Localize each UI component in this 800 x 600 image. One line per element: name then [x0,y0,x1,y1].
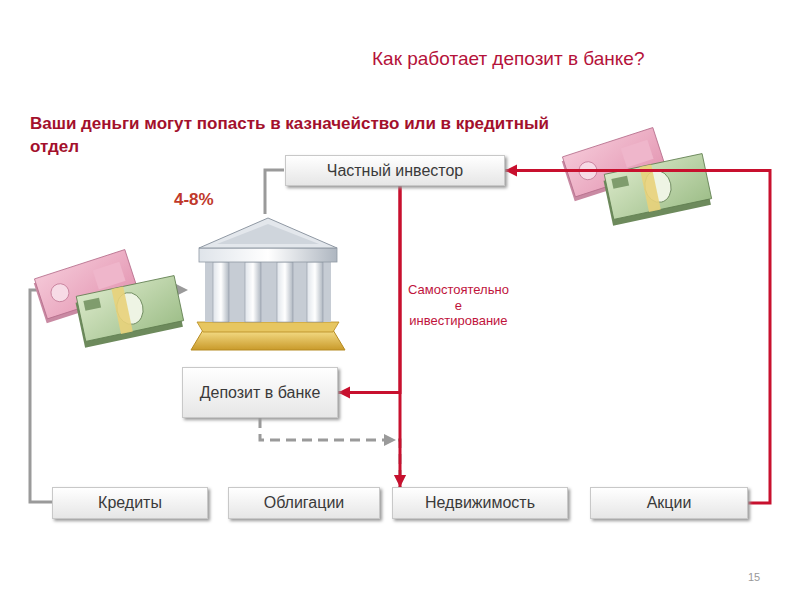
rate-label: 4-8% [174,190,214,210]
box-text: Частный инвестор [327,161,464,181]
box-text: Кредиты [98,493,162,513]
flow-arrow [338,186,400,399]
page-number: 15 [748,571,760,583]
box-text: Недвижимость [425,493,535,513]
box-text: Облигации [264,493,345,513]
edge-label: Самостоятельно е инвестирование [406,282,511,329]
process-box: Кредиты [52,487,208,519]
box-text: Акции [647,493,692,513]
dashed-arrow [260,418,406,487]
process-box: Облигации [228,487,380,519]
process-box: Частный инвестор [285,155,505,186]
box-text: Депозит в банке [200,383,321,403]
slide-title: Как работает депозит в банке? [372,48,645,70]
process-box: Депозит в банке [182,367,338,418]
process-box: Недвижимость [392,487,568,519]
subtitle: Ваши деньги могут попасть в казначейство… [30,113,558,159]
flow-arrow [505,165,770,504]
process-box: Акции [590,487,748,519]
